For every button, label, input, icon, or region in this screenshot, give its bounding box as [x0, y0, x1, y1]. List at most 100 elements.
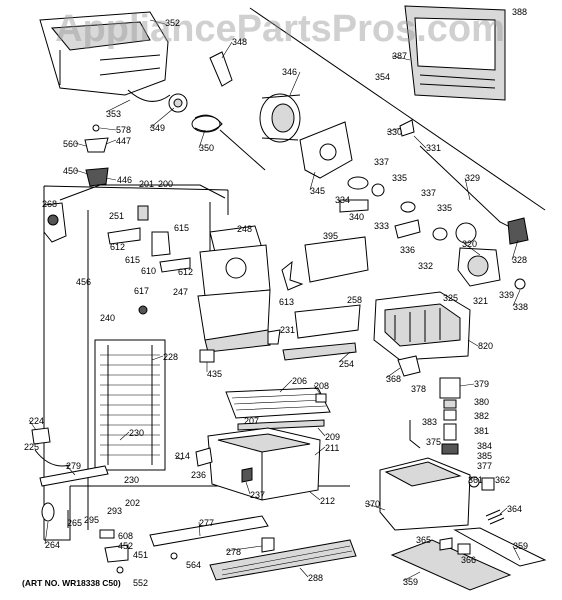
part-callout-288[interactable]: 288 [308, 573, 324, 583]
part-callout-293[interactable]: 293 [107, 506, 123, 516]
part-callout-349[interactable]: 349 [150, 123, 166, 133]
part-callout-328[interactable]: 328 [512, 255, 528, 265]
part-callout-237[interactable]: 237 [250, 490, 266, 500]
part-callout-265[interactable]: 265 [67, 518, 83, 528]
part-callout-335[interactable]: 335 [437, 203, 453, 213]
part-callout-352[interactable]: 352 [165, 18, 181, 28]
part-callout-366[interactable]: 366 [461, 555, 477, 565]
part-callout-613[interactable]: 613 [279, 297, 295, 307]
part-callout-560[interactable]: 560 [63, 139, 79, 149]
part-callout-325[interactable]: 325 [443, 293, 459, 303]
part-callout-251[interactable]: 251 [109, 211, 125, 221]
part-callout-359[interactable]: 359 [403, 577, 419, 587]
part-callout-254[interactable]: 254 [339, 359, 355, 369]
part-callout-337[interactable]: 337 [374, 157, 390, 167]
part-callout-207[interactable]: 207 [244, 416, 260, 426]
part-callout-258[interactable]: 258 [347, 295, 363, 305]
part-callout-240[interactable]: 240 [100, 313, 116, 323]
part-callout-375[interactable]: 375 [426, 437, 442, 447]
part-callout-338[interactable]: 338 [513, 302, 529, 312]
part-callout-564[interactable]: 564 [186, 560, 202, 570]
part-callout-450[interactable]: 450 [63, 166, 79, 176]
part-callout-228[interactable]: 228 [163, 352, 179, 362]
part-callout-225[interactable]: 225 [24, 442, 40, 452]
part-callout-329[interactable]: 329 [465, 173, 481, 183]
part-callout-552[interactable]: 552 [133, 578, 149, 588]
part-callout-382[interactable]: 382 [474, 411, 490, 421]
part-callout-385[interactable]: 385 [477, 451, 493, 461]
part-callout-231[interactable]: 231 [280, 325, 296, 335]
part-callout-379[interactable]: 379 [474, 379, 490, 389]
part-callout-230[interactable]: 230 [129, 428, 145, 438]
part-callout-578[interactable]: 578 [116, 125, 132, 135]
part-callout-610[interactable]: 610 [141, 266, 157, 276]
part-callout-202[interactable]: 202 [125, 498, 141, 508]
part-callout-224[interactable]: 224 [29, 416, 45, 426]
part-callout-446[interactable]: 446 [117, 175, 133, 185]
part-callout-336[interactable]: 336 [400, 245, 416, 255]
part-callout-435[interactable]: 435 [207, 369, 223, 379]
part-callout-321[interactable]: 321 [473, 296, 489, 306]
part-callout-268[interactable]: 268 [42, 199, 58, 209]
part-callout-612[interactable]: 612 [110, 242, 126, 252]
part-callout-381[interactable]: 381 [474, 426, 490, 436]
part-callout-395[interactable]: 395 [323, 231, 339, 241]
part-callout-335[interactable]: 335 [392, 173, 408, 183]
part-callout-380[interactable]: 380 [474, 397, 490, 407]
part-callout-340[interactable]: 340 [349, 212, 365, 222]
part-callout-388[interactable]: 388 [512, 7, 528, 17]
part-callout-378[interactable]: 378 [411, 384, 427, 394]
part-callout-337[interactable]: 337 [421, 188, 437, 198]
part-callout-206[interactable]: 206 [292, 376, 308, 386]
part-callout-333[interactable]: 333 [374, 221, 390, 231]
part-callout-247[interactable]: 247 [173, 287, 189, 297]
part-callout-359[interactable]: 359 [513, 541, 529, 551]
part-callout-330[interactable]: 330 [387, 127, 403, 137]
part-callout-278[interactable]: 278 [226, 547, 242, 557]
part-callout-332[interactable]: 332 [418, 261, 434, 271]
part-callout-617[interactable]: 617 [134, 286, 150, 296]
part-callout-211[interactable]: 211 [325, 443, 340, 453]
part-callout-452[interactable]: 452 [118, 541, 134, 551]
part-callout-447[interactable]: 447 [116, 136, 132, 146]
part-callout-362[interactable]: 362 [495, 475, 511, 485]
part-callout-230[interactable]: 230 [124, 475, 140, 485]
part-callout-350[interactable]: 350 [199, 143, 215, 153]
part-callout-295[interactable]: 295 [84, 515, 100, 525]
part-callout-377[interactable]: 377 [477, 461, 493, 471]
part-callout-331[interactable]: 331 [426, 143, 442, 153]
part-callout-456[interactable]: 456 [76, 277, 92, 287]
part-callout-364[interactable]: 364 [507, 504, 523, 514]
part-callout-451[interactable]: 451 [133, 550, 149, 560]
part-callout-348[interactable]: 348 [232, 37, 248, 47]
part-callout-353[interactable]: 353 [106, 109, 122, 119]
part-callout-615[interactable]: 615 [174, 223, 190, 233]
part-callout-370[interactable]: 370 [365, 499, 381, 509]
part-callout-383[interactable]: 383 [422, 417, 438, 427]
part-callout-820[interactable]: 820 [478, 341, 494, 351]
part-callout-346[interactable]: 346 [282, 67, 298, 77]
part-callout-264[interactable]: 264 [45, 540, 61, 550]
part-callout-334[interactable]: 334 [335, 195, 351, 205]
part-callout-615[interactable]: 615 [125, 255, 141, 265]
part-callout-368[interactable]: 368 [386, 374, 402, 384]
part-callout-201[interactable]: 201 [139, 179, 155, 189]
part-callout-612[interactable]: 612 [178, 267, 194, 277]
part-callout-387[interactable]: 387 [392, 51, 408, 61]
part-callout-214[interactable]: 214 [175, 451, 191, 461]
part-callout-209[interactable]: 209 [325, 432, 341, 442]
part-callout-365[interactable]: 365 [416, 535, 432, 545]
part-callout-248[interactable]: 248 [237, 224, 253, 234]
part-callout-212[interactable]: 212 [320, 496, 336, 506]
part-callout-354[interactable]: 354 [375, 72, 391, 82]
part-callout-279[interactable]: 279 [66, 461, 82, 471]
part-callout-208[interactable]: 208 [314, 381, 330, 391]
part-callout-200[interactable]: 200 [158, 179, 174, 189]
part-callout-361[interactable]: 361 [468, 475, 484, 485]
part-callout-236[interactable]: 236 [191, 470, 207, 480]
part-callout-345[interactable]: 345 [310, 186, 326, 196]
part-callout-608[interactable]: 608 [118, 531, 134, 541]
part-callout-320[interactable]: 320 [462, 239, 478, 249]
part-callout-277[interactable]: 277 [199, 518, 215, 528]
part-callout-339[interactable]: 339 [499, 290, 515, 300]
